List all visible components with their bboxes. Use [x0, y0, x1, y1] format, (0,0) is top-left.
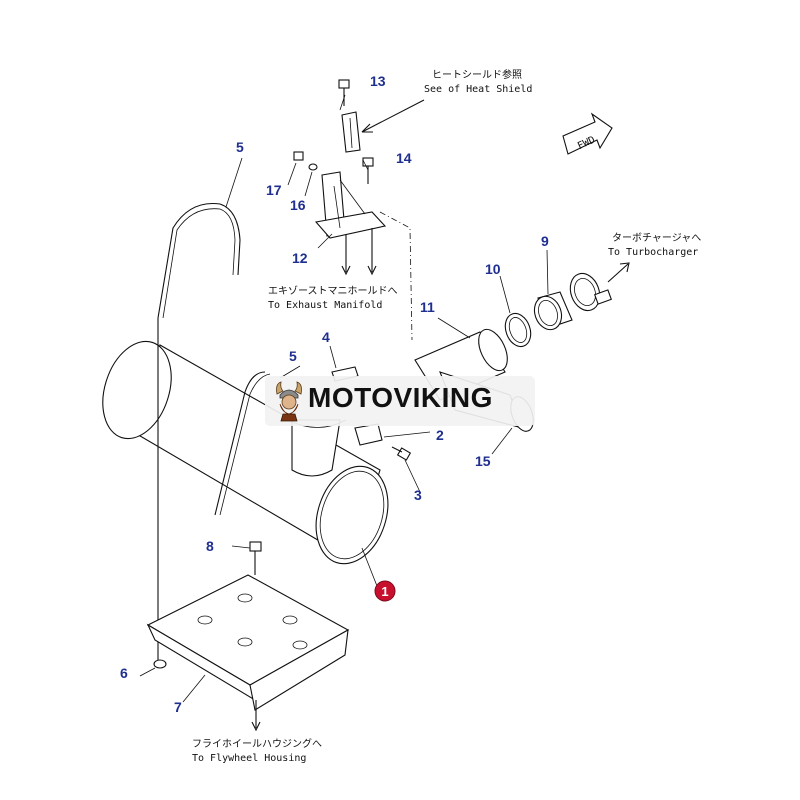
callout-9: 9	[541, 233, 549, 249]
washer-6	[153, 659, 167, 669]
bracket-2	[354, 423, 383, 446]
nut-17	[293, 151, 304, 161]
forward-direction-arrow: FWD	[562, 112, 613, 155]
bellows-adapter	[533, 291, 573, 331]
note-heat-shield-en: See of Heat Shield	[424, 84, 532, 95]
u-bolt-5-lower	[214, 371, 271, 516]
callout-13: 13	[370, 73, 386, 89]
callout-3: 3	[414, 487, 422, 503]
callout-6: 6	[120, 665, 128, 681]
note-exhaust-en: To Exhaust Manifold	[268, 300, 382, 311]
bolt-13	[338, 79, 350, 106]
callout-2: 2	[436, 427, 444, 443]
mounting-base	[146, 574, 350, 711]
bolt-3	[391, 446, 412, 461]
seal-ring	[504, 312, 532, 348]
callout-15: 15	[475, 453, 491, 469]
callout-12: 12	[292, 250, 308, 266]
note-exhaust-jp: エキゾーストマニホールドへ	[268, 285, 398, 297]
watermark-text: MOTOVIKING	[308, 382, 493, 413]
viking-logo-icon	[276, 381, 302, 422]
u-bolt-5-upper	[157, 202, 241, 660]
callout-17: 17	[266, 182, 282, 198]
callout-10: 10	[485, 261, 501, 277]
callout-5-upper: 5	[236, 139, 244, 155]
callout-8: 8	[206, 538, 214, 554]
band-clamp	[569, 272, 612, 312]
washer-16	[308, 163, 318, 171]
callout-14: 14	[396, 150, 412, 166]
muffler-body	[102, 340, 389, 565]
callout-1: 1	[381, 584, 388, 599]
note-turbo-jp: ターボチャージャへ	[612, 232, 701, 244]
heat-shield-bracket	[341, 111, 361, 153]
watermark-banner: MOTOVIKING	[265, 376, 535, 426]
callout-16: 16	[290, 197, 306, 213]
note-flywheel-jp: フライホイールハウジングへ	[192, 737, 322, 750]
callout-4: 4	[322, 329, 330, 345]
callout-5-lower: 5	[289, 348, 297, 364]
note-heat-shield-jp: ヒートシールド参照	[432, 68, 522, 81]
note-turbo-en: To Turbocharger	[608, 247, 698, 258]
bolt-8	[249, 541, 262, 575]
callout-7: 7	[174, 699, 182, 715]
note-flywheel-en: To Flywheel Housing	[192, 753, 306, 764]
leader-lines	[139, 94, 630, 732]
support-bracket	[314, 171, 387, 239]
callout-1-badge: 1	[374, 580, 396, 602]
callout-11: 11	[420, 299, 435, 315]
bolt-14	[362, 157, 374, 184]
